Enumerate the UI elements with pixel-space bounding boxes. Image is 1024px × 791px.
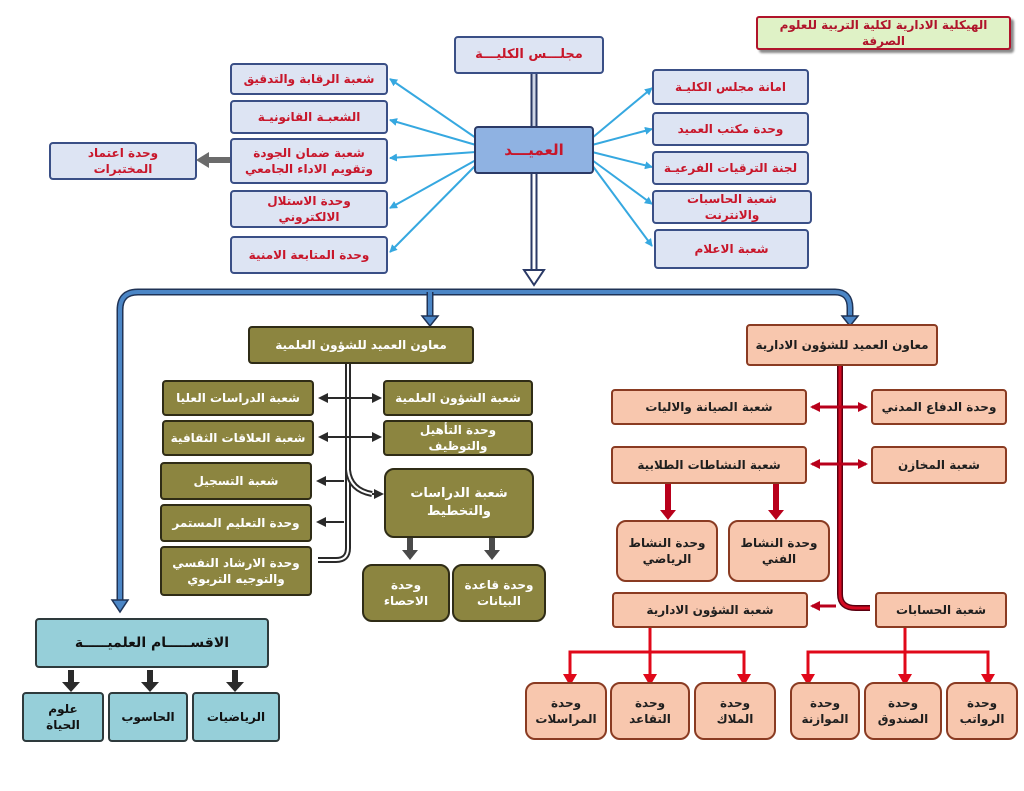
- promotions-committee: لجنة الترقيات الفرعيـة: [652, 151, 809, 185]
- sports-activity-unit: وحدة النشاط الرياضي: [616, 520, 718, 582]
- scientific-affairs-unit: شعبة الشؤون العلمية: [383, 380, 533, 416]
- dean: العميـــد: [474, 126, 594, 174]
- accounts-unit: شعبة الحسابات: [875, 592, 1007, 628]
- cultural-relations-unit: شعبة العلاقات الثقافية: [162, 420, 314, 456]
- staffing-unit: وحدة الملاك: [694, 682, 776, 740]
- legal-unit: الشعبـة القانونيـة: [230, 100, 388, 134]
- statistics-unit: وحدة الاحصاء: [362, 564, 450, 622]
- scientific-affairs-assistant: معاون العميد للشؤون العلمية: [248, 326, 474, 364]
- lab-accreditation-unit: وحدة اعتماد المختبرات: [49, 142, 197, 180]
- arts-activity-unit: وحدة النشاط الفني: [728, 520, 830, 582]
- council-secretariat: امانة مجلس الكليـة: [652, 69, 809, 105]
- graduate-studies-unit: شعبة الدراسات العليا: [162, 380, 314, 416]
- media-unit: شعبة الاعلام: [654, 229, 809, 269]
- retirement-unit: وحدة التقاعد: [610, 682, 690, 740]
- continuing-education-unit: وحدة التعليم المستمر: [160, 504, 312, 542]
- registration-unit: شعبة التسجيل: [160, 462, 312, 500]
- database-unit: وحدة قاعدة البيانات: [452, 564, 546, 622]
- stores-unit: شعبة المخازن: [871, 446, 1007, 484]
- rehabilitation-employment-unit: وحدة التأهيل والتوظيف: [383, 420, 533, 456]
- dept-computer: الحاسوب: [108, 692, 188, 742]
- dept-biology: علوم الحياة: [22, 692, 104, 742]
- security-unit: وحدة المتابعة الامنية: [230, 236, 388, 274]
- studies-planning-unit: شعبة الدراسات والتخطيط: [384, 468, 534, 538]
- administrative-affairs-unit: شعبة الشؤون الادارية: [612, 592, 808, 628]
- student-activities-unit: شعبة النشاطات الطلابية: [611, 446, 807, 484]
- quality-unit: شعبة ضمان الجودة وتقويم الاداء الجامعي: [230, 138, 388, 184]
- salaries-unit: وحدة الرواتب: [946, 682, 1018, 740]
- computers-internet-unit: شعبة الحاسبات والانترنت: [652, 190, 812, 224]
- counseling-unit: وحدة الارشاد النفسي والتوجيه التربوي: [160, 546, 312, 596]
- budget-unit: وحدة الموازنة: [790, 682, 860, 740]
- cash-fund-unit: وحدة الصندوق: [864, 682, 942, 740]
- dean-office-unit: وحدة مكتب العميد: [652, 112, 809, 146]
- administrative-affairs-assistant: معاون العميد للشؤون الادارية: [746, 324, 938, 366]
- maintenance-unit: شعبة الصيانة والاليات: [611, 389, 807, 425]
- audit-unit: شعبة الرقابة والتدقيق: [230, 63, 388, 95]
- civil-defense-unit: وحدة الدفاع المدني: [871, 389, 1007, 425]
- dept-mathematics: الرياضيات: [192, 692, 280, 742]
- plagiarism-unit: وحدة الاستلال الالكتروني: [230, 190, 388, 228]
- correspondence-unit: وحدة المراسلات: [525, 682, 607, 740]
- chart-title: الهيكلية الادارية لكلية التربية للعلوم ا…: [756, 16, 1011, 50]
- scientific-departments: الاقســـــام العلميـــــة: [35, 618, 269, 668]
- college-council: مجلـــس الكليـــة: [454, 36, 604, 74]
